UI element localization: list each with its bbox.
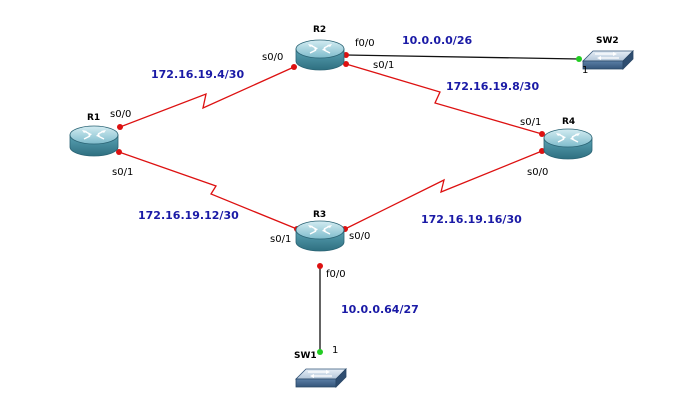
r1-label: R1 — [87, 113, 100, 123]
r1-s01-label: s0/1 — [112, 167, 133, 178]
r4-s00-label: s0/0 — [527, 167, 548, 178]
port-r2-f00 — [343, 52, 349, 58]
network-r3-sw1: 10.0.0.64/27 — [341, 303, 419, 316]
port-r2-s01 — [343, 61, 349, 67]
network-r2-r4: 172.16.19.8/30 — [446, 80, 539, 93]
network-r2-sw2: 10.0.0.0/26 — [402, 34, 472, 47]
router-r3-icon[interactable] — [295, 220, 345, 252]
port-r4-s01 — [539, 131, 545, 137]
r2-label: R2 — [313, 25, 326, 35]
router-r4-icon[interactable] — [543, 128, 593, 160]
r4-s01-label: s0/1 — [520, 117, 541, 128]
r2-s00-label: s0/0 — [262, 52, 283, 63]
sw1-label: SW1 — [294, 351, 317, 361]
port-r2-s00 — [291, 64, 297, 70]
network-r1-r3: 172.16.19.12/30 — [138, 209, 239, 222]
r3-f00-label: f0/0 — [326, 269, 346, 280]
r2-s01-label: s0/1 — [373, 60, 394, 71]
port-r3-f00 — [317, 263, 323, 269]
router-r1-icon[interactable] — [69, 125, 119, 157]
network-r3-r4: 172.16.19.16/30 — [421, 213, 522, 226]
link-r2-sw2[interactable] — [345, 54, 580, 60]
port-r1-s00 — [117, 124, 123, 130]
link-r1-r2[interactable] — [119, 66, 295, 128]
sw2-port-label: 1 — [582, 65, 588, 76]
r3-s01-label: s0/1 — [270, 234, 291, 245]
port-r1-s01 — [116, 149, 122, 155]
link-r1-r3[interactable] — [118, 151, 298, 230]
switch-sw2-icon[interactable] — [582, 50, 634, 70]
r3-label: R3 — [313, 210, 326, 220]
port-r4-s00 — [539, 148, 545, 154]
sw1-port-label: 1 — [332, 345, 338, 356]
r4-label: R4 — [562, 117, 575, 127]
link-r3-r4[interactable] — [344, 150, 543, 230]
network-r1-r2: 172.16.19.4/30 — [151, 68, 244, 81]
r2-f00-label: f0/0 — [355, 38, 375, 49]
r1-s00-label: s0/0 — [110, 109, 131, 120]
sw2-label: SW2 — [596, 36, 619, 46]
r3-s00-label: s0/0 — [349, 231, 370, 242]
switch-sw1-icon[interactable] — [295, 368, 347, 388]
link-r2-r4[interactable] — [345, 63, 543, 135]
router-r2-icon[interactable] — [295, 39, 345, 71]
port-sw2-1 — [576, 56, 582, 62]
port-sw1-1 — [317, 349, 323, 355]
